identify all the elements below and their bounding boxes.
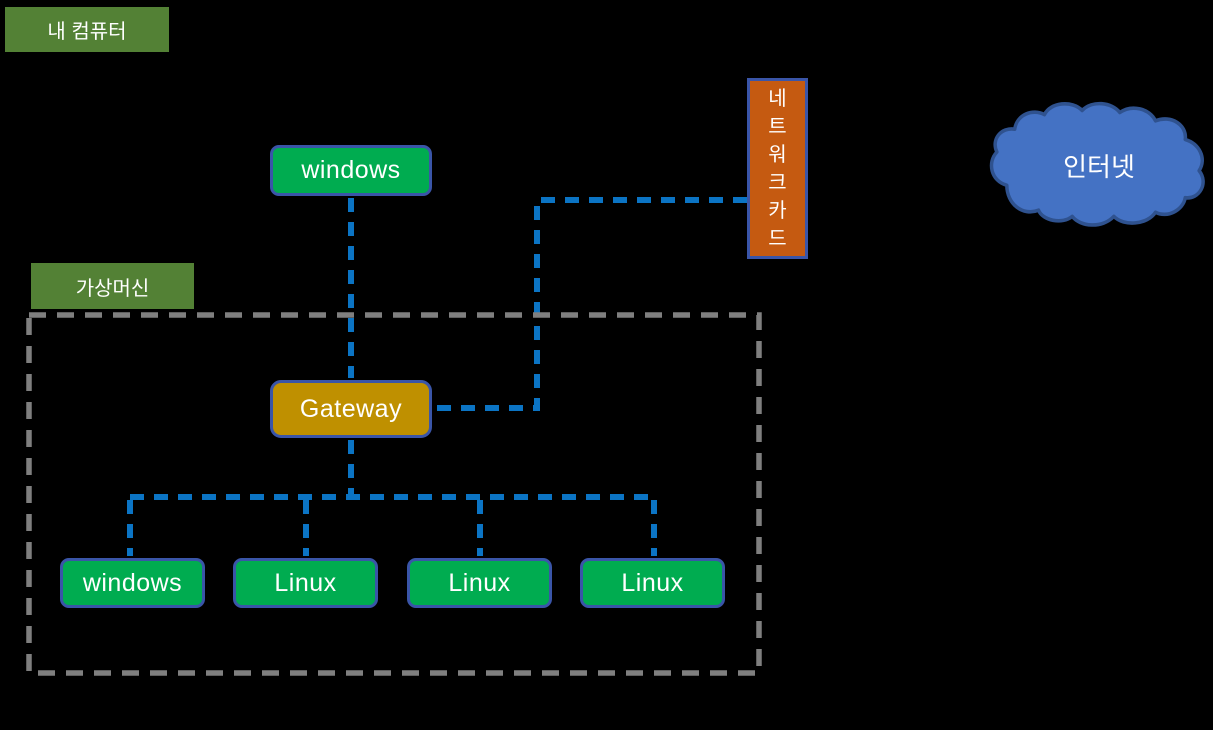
internet-label: 인터넷 — [1063, 152, 1135, 182]
virtual-machine-label: 가상머신 — [31, 263, 194, 309]
my-computer-label: 내 컴퓨터 — [5, 7, 169, 52]
vm-node-linux-3: Linux — [580, 558, 725, 608]
vm-node-windows: windows — [60, 558, 205, 608]
host-windows-node: windows — [270, 145, 432, 196]
vm-node-linux-2: Linux — [407, 558, 552, 608]
gateway-node: Gateway — [270, 380, 432, 438]
connector-nic-to-gateway — [435, 197, 747, 411]
internet-cloud: 인터넷 — [985, 98, 1213, 233]
network-card-label: 네트워크카드 — [768, 87, 787, 250]
vm-boundary-box — [26, 312, 762, 676]
cloud-icon — [989, 101, 1205, 227]
vm-node-linux-1: Linux — [233, 558, 378, 608]
network-card-node: 네트워크카드 — [747, 78, 808, 259]
